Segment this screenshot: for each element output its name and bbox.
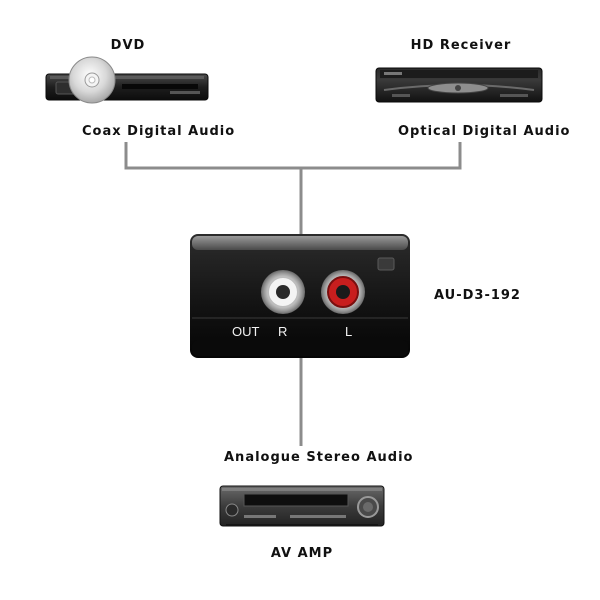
converter-model-label: AU-D3-192 (434, 288, 521, 303)
connector-lines (124, 142, 462, 446)
coax-digital-audio-label: Coax Digital Audio (82, 124, 236, 139)
dvd-label: DVD (110, 38, 146, 53)
hd-receiver-label: HD Receiver (410, 38, 512, 53)
dvd-player-icon (45, 56, 209, 104)
converter-box-icon: OUT R L (190, 234, 410, 358)
port-label-out: OUT (232, 324, 260, 339)
port-label-right: R (278, 324, 287, 339)
av-amp-label: AV AMP (270, 546, 334, 561)
coax-connection-line (124, 142, 462, 170)
rca-red-jack-icon (321, 270, 365, 314)
analogue-stereo-audio-label: Analogue Stereo Audio (224, 450, 414, 465)
port-label-left: L (345, 324, 352, 339)
optical-digital-audio-label: Optical Digital Audio (398, 124, 571, 139)
rca-white-jack-icon (261, 270, 305, 314)
av-amp-icon (219, 485, 385, 527)
hd-receiver-icon (375, 67, 543, 103)
